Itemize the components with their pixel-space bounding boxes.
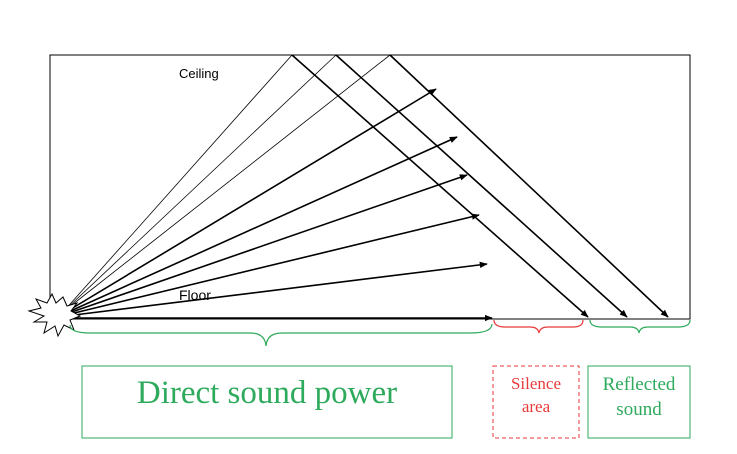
ceiling-label: Ceiling — [179, 66, 219, 81]
rays-to-ceiling — [62, 54, 391, 313]
direct-ray-2 — [65, 136, 458, 314]
ceiling-ray-2 — [62, 54, 337, 313]
direct-brace — [69, 323, 493, 347]
reflected-label-line2: sound — [616, 399, 662, 420]
direct-rays — [65, 88, 493, 322]
direct-ray-3 — [65, 174, 468, 315]
reflected-ray-2 — [335, 54, 628, 318]
silence-label-line2: area — [522, 397, 551, 416]
direct-ray-1 — [65, 88, 437, 313]
floor-label: Floor — [179, 287, 211, 303]
reflected-box — [587, 365, 691, 439]
reflected-ray-3 — [389, 54, 669, 318]
silence-brace — [493, 319, 584, 334]
silence-label-line1: Silence — [511, 374, 561, 393]
reflected-brace — [589, 319, 691, 334]
direct-sound-label: Direct sound power — [137, 375, 397, 411]
silence-box — [492, 365, 580, 439]
direct-ray-5 — [65, 261, 488, 317]
room-outline — [49, 54, 691, 320]
reflected-ray-1 — [291, 54, 589, 318]
direct-ray-4 — [65, 213, 480, 316]
reflected-label-line1: Reflected — [603, 374, 676, 395]
ceiling-ray-1 — [62, 54, 293, 313]
sound-source-starburst-icon — [27, 292, 82, 338]
ceiling-ray-3 — [62, 54, 391, 313]
reflected-rays — [291, 54, 669, 318]
direct-box — [81, 365, 453, 439]
